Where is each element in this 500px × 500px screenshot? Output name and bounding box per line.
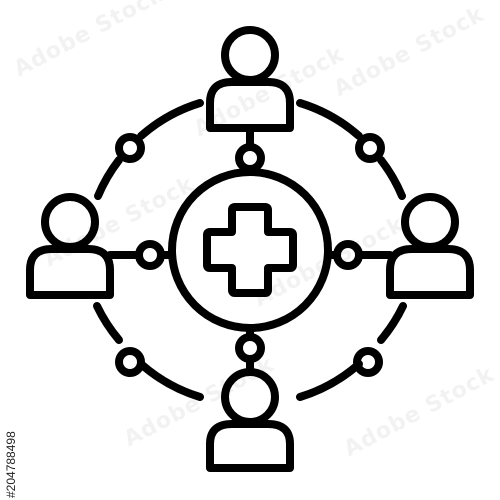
connector-node-icon bbox=[115, 133, 145, 163]
connector-node-icon bbox=[353, 347, 383, 377]
medical-cross-icon bbox=[203, 203, 297, 297]
connector-node-icon bbox=[355, 133, 385, 163]
outer-ring bbox=[93, 99, 407, 401]
stock-id-text: #204788498 bbox=[4, 431, 18, 498]
user-icon bbox=[386, 193, 474, 299]
connector-node-icon bbox=[115, 347, 145, 377]
user-icon bbox=[26, 193, 114, 299]
user-icon bbox=[206, 368, 294, 472]
stock-id-label: #204788498 bbox=[4, 258, 18, 498]
user-icon bbox=[206, 26, 294, 132]
central-hub bbox=[168, 168, 332, 332]
